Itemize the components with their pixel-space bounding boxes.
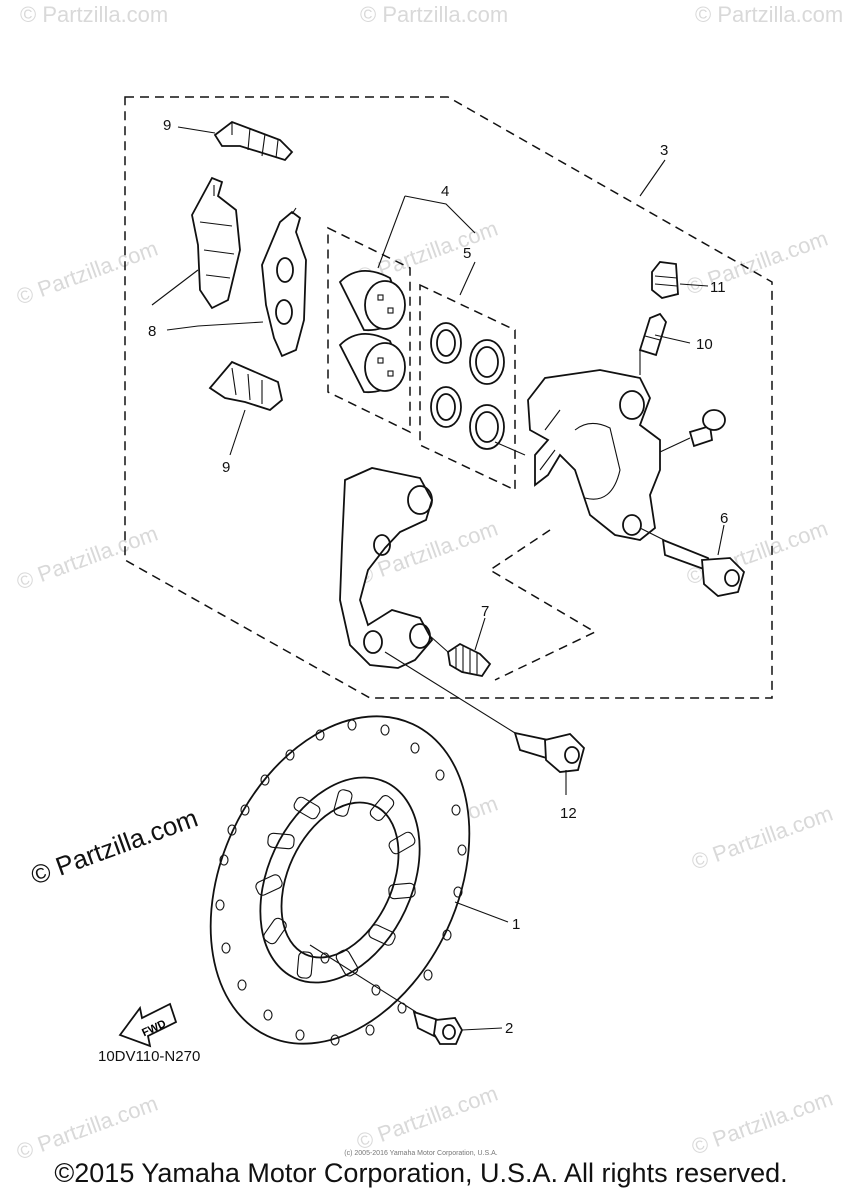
tiny-copyright-note: (c) 2005-2016 Yamaha Motor Corporation, … (344, 1150, 498, 1157)
watermark: © Partzilla.com (20, 2, 168, 27)
bleed-screw (638, 312, 667, 357)
piston-seal-kit (430, 322, 505, 450)
leader-lines (151, 126, 725, 1031)
caliper-piston-2 (338, 333, 406, 394)
callout-8: 8 (148, 323, 156, 340)
watermark: © Partzilla.com (13, 521, 161, 595)
callout-9: 9 (163, 117, 171, 134)
brake-pad-left (191, 176, 241, 310)
caliper-bolt (661, 538, 746, 597)
caliper-bracket (339, 467, 434, 669)
partzilla-watermark: © Partzilla.com (27, 803, 202, 891)
callout-3: 3 (660, 142, 668, 159)
watermark: © Partzilla.com (688, 1086, 836, 1160)
callout-labels: 9 4 5 3 11 10 8 9 6 7 12 1 2 (148, 117, 728, 1037)
caliper-body (527, 369, 661, 541)
bleed-screw-cap (651, 261, 679, 299)
watermark: © Partzilla.com (683, 226, 831, 300)
brake-pad-right (261, 207, 307, 358)
callout-1: 1 (512, 916, 520, 933)
callout-6: 6 (720, 510, 728, 527)
watermark: © Partzilla.com (13, 236, 161, 310)
callout-7: 7 (481, 603, 489, 620)
watermark: © Partzilla.com (360, 2, 508, 27)
slide-pin-outline (488, 529, 597, 681)
watermark: © Partzilla.com (695, 2, 842, 27)
pad-support-clip-top (213, 120, 294, 162)
pad-pin (688, 409, 726, 448)
seal-kit-outline (419, 283, 516, 492)
callout-4: 4 (441, 183, 449, 200)
watermark: © Partzilla.com (688, 801, 836, 875)
pad-support-clip-bottom (208, 360, 283, 412)
slide-pin-boot (447, 642, 492, 678)
callout-5: 5 (463, 245, 471, 262)
diagram-code: 10DV110-N270 (98, 1048, 201, 1065)
watermark: © Partzilla.com (353, 1081, 501, 1155)
callout-12: 12 (560, 805, 577, 822)
fwd-arrow-icon: FWD (118, 1002, 178, 1048)
callout-11: 11 (710, 279, 726, 296)
callout-10: 10 (696, 336, 713, 353)
caliper-assembly-outline (124, 96, 773, 699)
callout-2: 2 (505, 1020, 513, 1037)
disc-bolt (412, 1010, 464, 1045)
caliper-piston-1 (338, 270, 406, 332)
bracket-bolt (513, 731, 586, 773)
brake-disc (209, 715, 471, 1046)
copyright-footer: ©2015 Yamaha Motor Corporation, U.S.A. A… (54, 1158, 788, 1188)
callout-9: 9 (222, 459, 230, 476)
